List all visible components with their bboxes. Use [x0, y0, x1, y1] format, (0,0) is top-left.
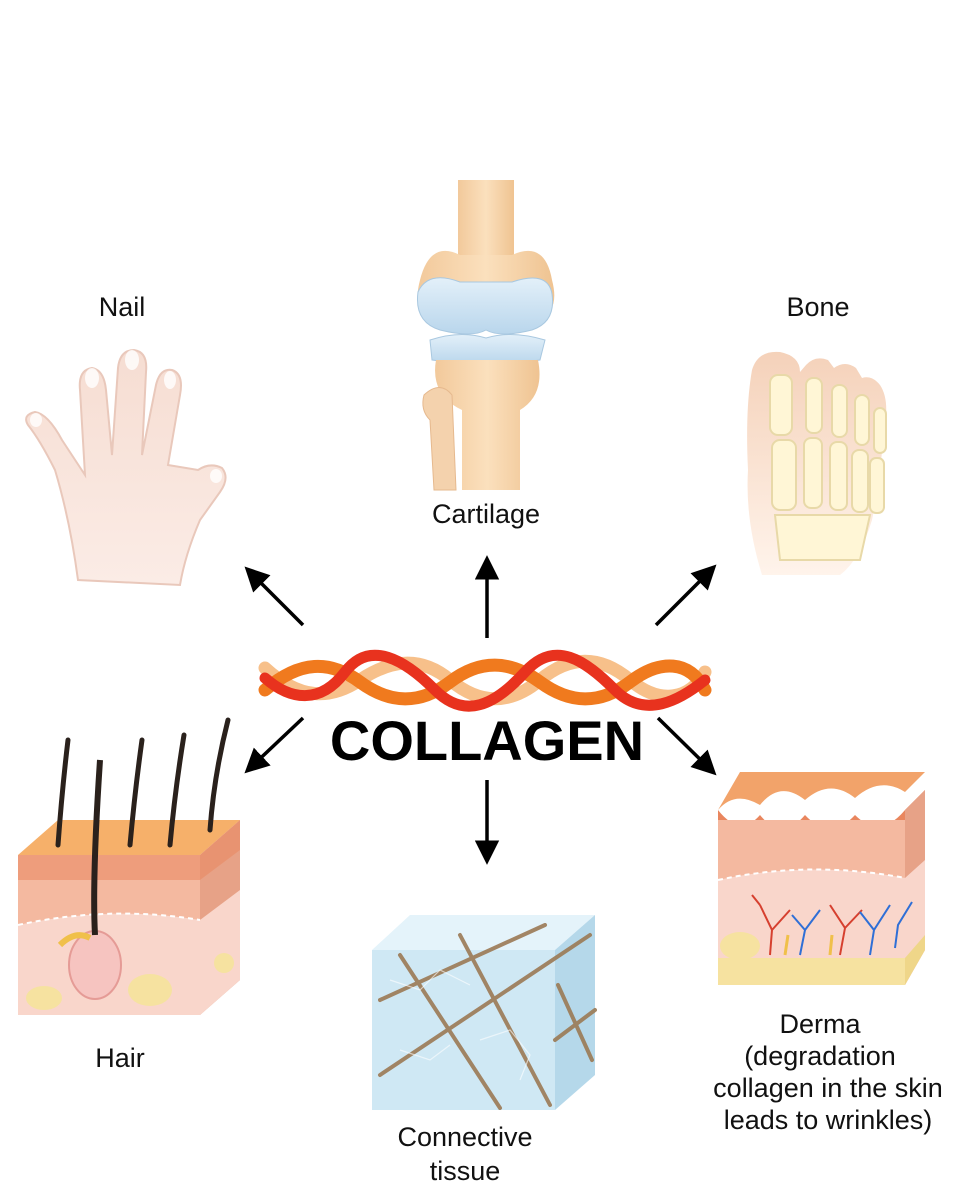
derma-label-line4: leads to wrinkles): [724, 1105, 933, 1135]
derma-label-line3: collagen in the skin: [713, 1073, 943, 1103]
collagen-title: COLLAGEN: [330, 709, 644, 772]
foot-bone-illustration: [747, 351, 887, 575]
bone-label: Bone: [786, 292, 849, 322]
arrows: [244, 555, 717, 865]
arrow-to-hair: [244, 716, 305, 774]
connective-label-line2: tissue: [430, 1156, 501, 1186]
arrow-to-derma: [656, 716, 717, 776]
hair-skin-illustration: [17, 717, 240, 1015]
derma-label-line2: (degradation: [744, 1041, 896, 1071]
collagen-triple-helix: [258, 649, 712, 712]
connective-label-line1: Connective: [397, 1122, 532, 1152]
connective-tissue-illustration: [372, 915, 597, 1110]
hair-label: Hair: [95, 1043, 145, 1073]
nail-label: Nail: [99, 292, 146, 322]
knee-cartilage-illustration: [416, 180, 555, 491]
cartilage-label: Cartilage: [432, 499, 540, 529]
hand-nail-illustration: [25, 348, 227, 587]
derma-label-line1: Derma: [779, 1009, 861, 1039]
arrow-to-nail: [244, 566, 305, 627]
arrow-to-bone: [654, 564, 717, 627]
derma-skin-illustration: [717, 772, 925, 985]
